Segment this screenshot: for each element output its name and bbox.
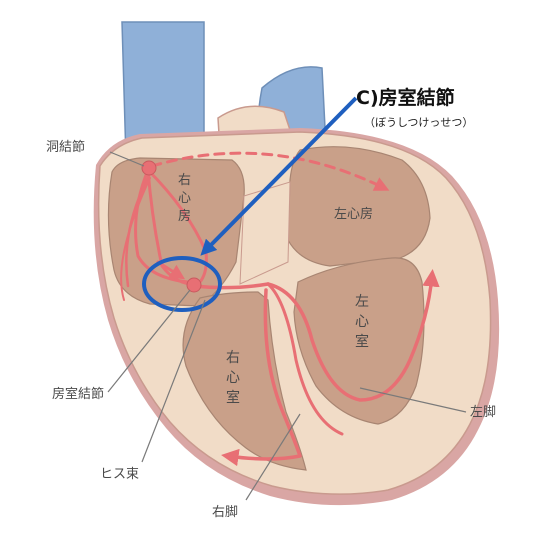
label-left-bundle: 左脚 bbox=[470, 404, 496, 420]
label-av-node: 房室結節 bbox=[52, 386, 104, 402]
label-right-atrium-2: 心 bbox=[178, 191, 191, 206]
label-right-atrium-3: 房 bbox=[178, 208, 191, 224]
callout-arrow bbox=[200, 96, 358, 256]
leader-lines bbox=[107, 151, 467, 501]
label-left-ventricle-2: 心 bbox=[355, 314, 369, 330]
conduction-system bbox=[120, 151, 440, 467]
label-left-ventricle-1: 左 bbox=[355, 294, 369, 310]
callout-reading: （ぼうしつけっせつ） bbox=[364, 116, 473, 129]
interatrial-septum bbox=[239, 181, 291, 285]
right-ventricle-chamber bbox=[182, 291, 307, 471]
label-right-ventricle-3: 室 bbox=[226, 389, 240, 406]
left-atrium-chamber bbox=[287, 146, 431, 267]
label-right-ventricle-1: 右 bbox=[226, 350, 240, 366]
left-ventricle-chamber bbox=[293, 257, 425, 425]
label-his-bundle: ヒス束 bbox=[100, 467, 139, 482]
label-left-ventricle-3: 室 bbox=[355, 333, 369, 350]
label-left-atrium: 左心房 bbox=[334, 206, 373, 222]
label-right-bundle: 右脚 bbox=[212, 504, 238, 520]
av-node-highlight-ellipse bbox=[142, 256, 222, 312]
label-right-atrium-1: 右 bbox=[178, 173, 191, 188]
callout-title: C)房室結節 bbox=[356, 86, 455, 109]
av-node bbox=[186, 277, 202, 293]
label-right-ventricle-2: 心 bbox=[226, 370, 240, 386]
sinoatrial-node bbox=[141, 160, 157, 176]
label-sinoatrial-node: 洞結節 bbox=[46, 140, 85, 155]
